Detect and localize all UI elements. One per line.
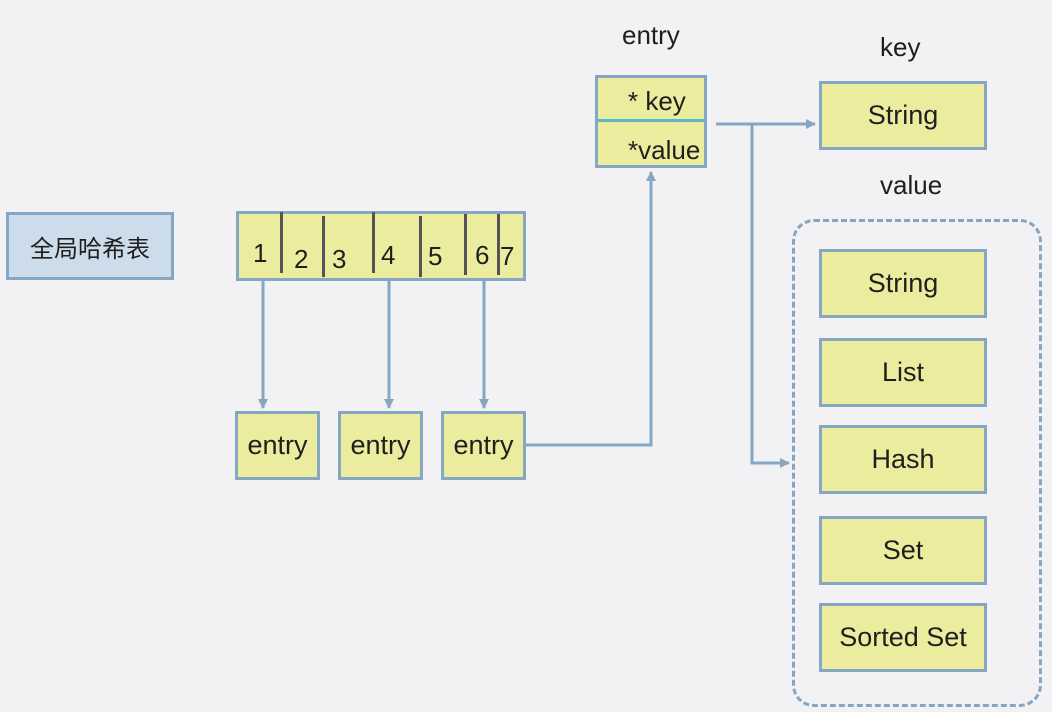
- value-title: value: [880, 170, 943, 200]
- value-type-group: [792, 219, 1042, 707]
- entry-box: entry: [338, 411, 423, 480]
- entry-key-field: * key: [628, 86, 686, 116]
- entry-box: entry: [441, 411, 526, 480]
- bucket-separator: [419, 216, 422, 277]
- value-type-string: String: [819, 249, 987, 318]
- bucket-separator: [497, 214, 500, 275]
- bucket-number: 2: [294, 244, 309, 274]
- bucket-number: 6: [475, 240, 490, 270]
- bucket-separator: [372, 212, 375, 273]
- bucket-separator: [322, 216, 325, 277]
- bucket-number: 5: [428, 241, 443, 271]
- bucket-number: 4: [381, 240, 396, 270]
- value-type-sorted-set: Sorted Set: [819, 603, 987, 672]
- arrow-entry-to-struct: [526, 171, 656, 447]
- value-type-set: Set: [819, 516, 987, 585]
- bucket-array: 1 2 3 4 5 6 7: [236, 211, 526, 281]
- entry-value-field: *value: [628, 135, 701, 165]
- bucket-number: 1: [253, 238, 268, 268]
- key-type-string: String: [819, 81, 987, 150]
- value-type-hash: Hash: [819, 425, 987, 494]
- global-hash-table-label: 全局哈希表: [6, 212, 174, 280]
- bucket-separator: [464, 214, 467, 275]
- entry-struct-title: entry: [622, 20, 680, 50]
- bucket-separator: [280, 212, 283, 273]
- bucket-number: 7: [500, 241, 515, 271]
- entry-field-divider: [598, 119, 704, 122]
- entry-struct: * key *value: [595, 75, 707, 168]
- key-title: key: [880, 32, 921, 62]
- bucket-number: 3: [332, 244, 347, 274]
- arrow-value-to-group: [750, 124, 790, 468]
- entry-box: entry: [235, 411, 320, 480]
- value-type-list: List: [819, 338, 987, 407]
